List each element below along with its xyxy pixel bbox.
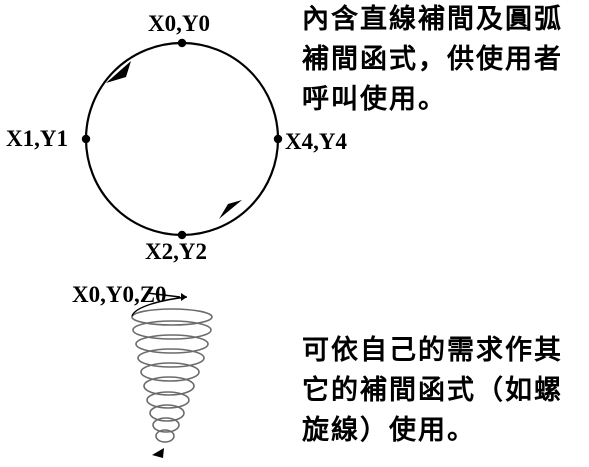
point-x2y2-dot: [177, 230, 187, 240]
spiral-description-line-1: 可依自己的需求作其: [302, 335, 563, 366]
spiral-start-leader: [146, 292, 181, 298]
label-x0y0z0: X0,Y0,Z0: [72, 282, 167, 307]
label-x0y0: X0,Y0: [148, 11, 210, 36]
circle-description-line-1: 內含直線補間及圓弧: [302, 4, 563, 35]
circle-description: 內含直線補間及圓弧 補間函式，供使用者 呼叫使用。: [302, 0, 563, 120]
label-x1y1: X1,Y1: [6, 126, 68, 151]
label-x2y2: X2,Y2: [145, 239, 207, 264]
circle-description-line-3: 呼叫使用。: [302, 84, 447, 115]
spiral-description: 可依自己的需求作其 它的補間函式（如螺 旋線）使用。: [302, 331, 563, 451]
arrow-lower-right-icon: [219, 200, 242, 219]
spiral-description-line-3: 旋線）使用。: [302, 415, 476, 446]
arrow-upper-left-icon: [106, 61, 131, 83]
label-x4y4: X4,Y4: [285, 129, 347, 154]
point-x0y0-dot: [177, 38, 187, 48]
interpolation-circle: [84, 41, 280, 237]
spiral-description-line-2: 它的補間函式（如螺: [302, 375, 563, 406]
spiral-helix: [131, 296, 213, 443]
spiral-end-arrow-icon: [152, 448, 164, 458]
circle-description-line-2: 補間函式，供使用者: [302, 44, 563, 75]
point-x1y1-dot: [81, 134, 91, 144]
point-x4y4-dot: [273, 134, 283, 144]
